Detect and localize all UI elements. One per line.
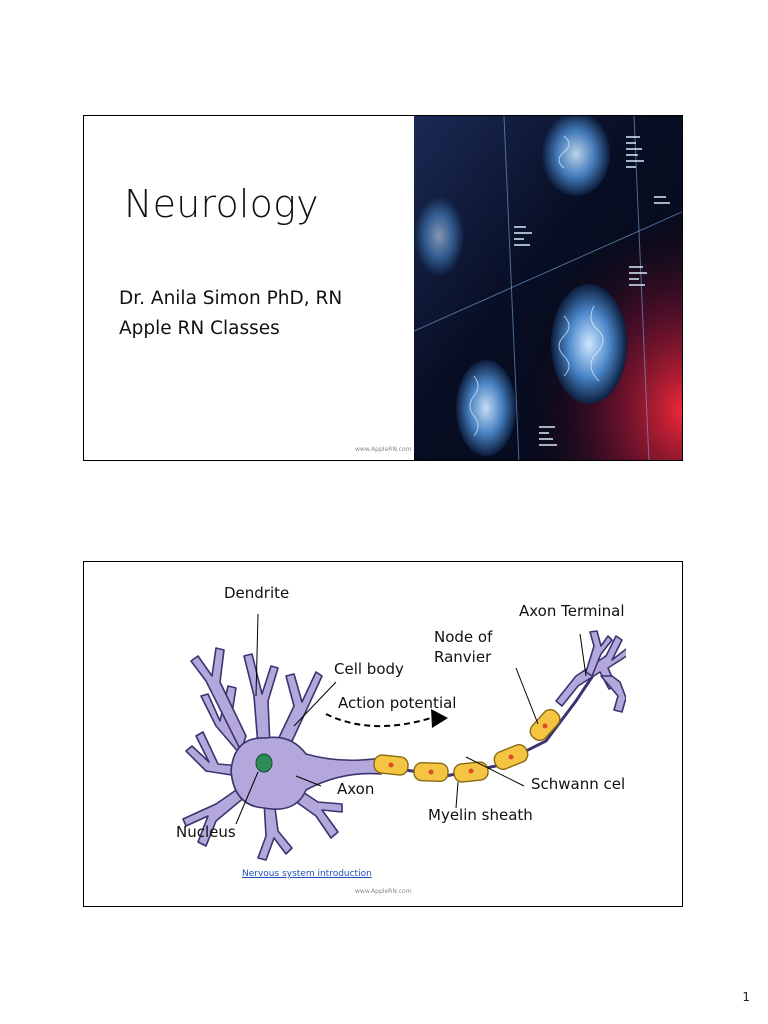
axon-terminal xyxy=(555,630,626,713)
label-dendrite: Dendrite xyxy=(224,584,289,602)
nucleus xyxy=(255,753,273,773)
label-myelin-sheath: Myelin sheath xyxy=(428,806,533,824)
label-action-potential: Action potential xyxy=(338,694,456,712)
title-slide: Neurology Dr. Anila Simon PhD, RN Apple … xyxy=(83,115,683,461)
neuron-diagram: Dendrite Cell body Action potential Node… xyxy=(176,584,626,861)
label-node-of-ranvier-2: Ranvier xyxy=(434,648,492,666)
label-nucleus: Nucleus xyxy=(176,823,236,841)
label-axon-terminal: Axon Terminal xyxy=(519,602,625,620)
myelin-sheath-cells xyxy=(373,708,561,783)
label-schwann-cell: Schwann cell xyxy=(531,775,626,793)
page-number: 1 xyxy=(742,990,750,1004)
brain-scan-photo xyxy=(414,116,682,460)
brain-image xyxy=(414,116,627,456)
watermark: www.AppleRN.com xyxy=(355,888,412,895)
label-axon: Axon xyxy=(337,780,374,798)
neuron-slide: Dendrite Cell body Action potential Node… xyxy=(83,561,683,907)
author-line: Dr. Anila Simon PhD, RN xyxy=(119,288,343,309)
label-cell-body: Cell body xyxy=(334,660,404,678)
action-potential-arrow xyxy=(325,713,432,728)
label-node-of-ranvier-1: Node of xyxy=(434,628,493,646)
nervous-system-link[interactable]: Nervous system introduction xyxy=(242,869,372,879)
slide-title: Neurology xyxy=(124,182,319,226)
watermark: www.AppleRN.com xyxy=(355,446,412,453)
organization-line: Apple RN Classes xyxy=(119,318,280,339)
